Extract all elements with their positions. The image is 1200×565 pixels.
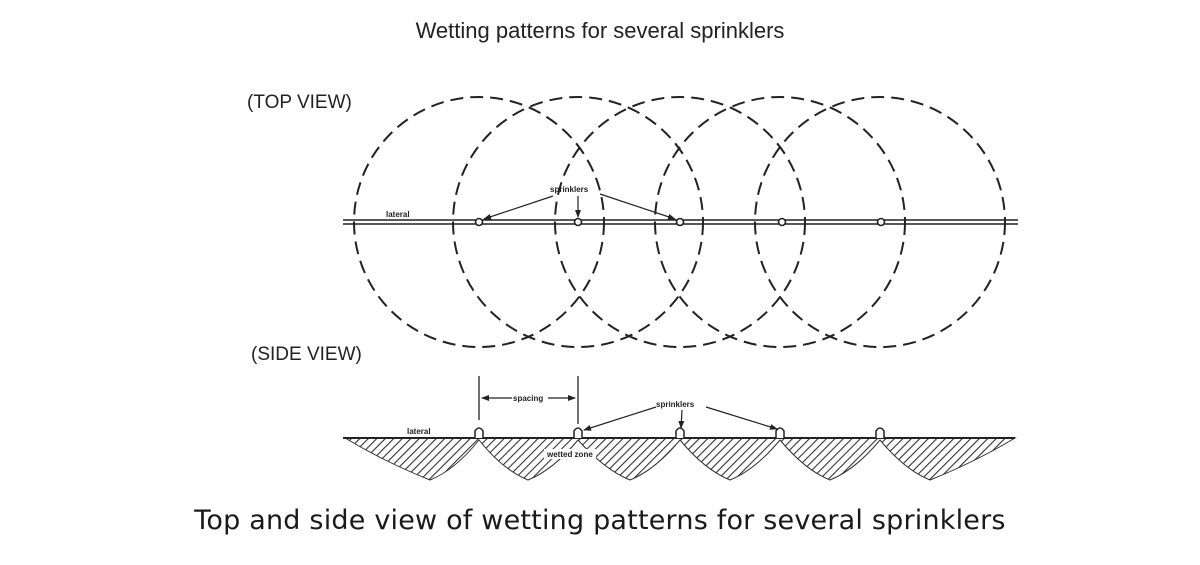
wetting-circle <box>452 96 704 348</box>
side-sprinklers <box>474 427 885 438</box>
wetted-zone-label-bg <box>544 449 596 459</box>
sprinkler-heads <box>474 217 886 227</box>
sprinkler-head <box>876 217 886 227</box>
top-view-label: (TOP VIEW) <box>247 92 352 113</box>
sprinkler-head <box>474 217 484 227</box>
spacing-dimension <box>478 376 579 424</box>
wetting-circle <box>554 96 806 348</box>
side-view: lateral spacing sprinklers wetted zone <box>343 376 1017 481</box>
wetting-circle <box>353 96 605 348</box>
side-sprinkler <box>775 427 785 438</box>
wetted-zone <box>343 437 1017 481</box>
sprinkler-head <box>675 217 685 227</box>
wetted-zone-label: wetted zone <box>546 450 593 459</box>
side-sprinkler <box>875 427 885 438</box>
top-view: lateral sprinklers <box>343 96 1018 348</box>
wetting-circle <box>654 96 906 348</box>
side-sprinklers-label: sprinklers <box>656 400 695 409</box>
side-view-label: (SIDE VIEW) <box>251 344 362 365</box>
wetting-circles <box>353 96 1006 348</box>
caption: Top and side view of wetting patterns fo… <box>194 505 1006 536</box>
figure-title: Wetting patterns for several sprinklers <box>415 18 785 43</box>
spacing-label: spacing <box>513 394 543 403</box>
sprinkler-head <box>777 217 787 227</box>
wetting-circle <box>754 96 1006 348</box>
top-sprinklers-label: sprinklers <box>550 185 589 194</box>
side-sprinkler-arrows <box>583 406 778 431</box>
top-lateral-label: lateral <box>386 210 410 219</box>
side-sprinkler <box>474 427 484 438</box>
side-sprinkler <box>573 427 583 438</box>
side-sprinkler <box>675 427 685 438</box>
side-lateral-label: lateral <box>407 427 431 436</box>
sprinkler-head <box>573 217 583 227</box>
top-sprinkler-arrows <box>483 193 676 220</box>
